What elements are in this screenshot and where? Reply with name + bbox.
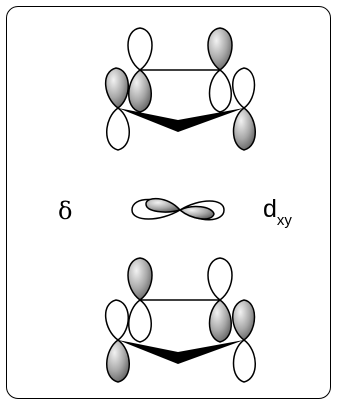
- dxy-orbital: [131, 197, 225, 221]
- top-right-upper-lobe: [207, 27, 233, 71]
- symmetry-label: δ: [58, 197, 73, 225]
- bottom-wedge: [118, 340, 244, 364]
- orbital-label-main: d: [263, 195, 277, 223]
- bottom-right-upper-lobe: [207, 257, 233, 301]
- bottom-left-lower-lobe: [128, 299, 152, 343]
- top-front-left-lower-lobe: [106, 107, 130, 151]
- top-front-right-lower-lobe: [232, 107, 256, 151]
- top-front-left-upper-lobe: [105, 67, 129, 109]
- top-wedge: [118, 108, 244, 132]
- orbital-label-subscript: xy: [276, 212, 292, 229]
- bottom-front-right-upper-lobe: [232, 299, 256, 341]
- dxy-upper-shaded-lobe: [145, 197, 182, 213]
- top-right-lower-lobe: [208, 69, 232, 113]
- bottom-left-upper-lobe: [127, 257, 153, 301]
- bottom-right-lower-lobe: [208, 299, 232, 343]
- bottom-front-left-upper-lobe: [105, 299, 129, 341]
- top-left-lower-lobe: [128, 69, 152, 113]
- bottom-front-left-lower-lobe: [106, 339, 130, 383]
- top-front-right-upper-lobe: [232, 67, 256, 109]
- dxy-lower-shaded-lobe: [178, 205, 215, 220]
- bottom-front-right-lower-lobe: [232, 339, 256, 383]
- bottom-orbital-set: [105, 257, 256, 383]
- top-left-upper-lobe: [127, 27, 153, 71]
- top-orbital-set: [105, 27, 256, 151]
- orbital-label: dxy: [263, 195, 292, 229]
